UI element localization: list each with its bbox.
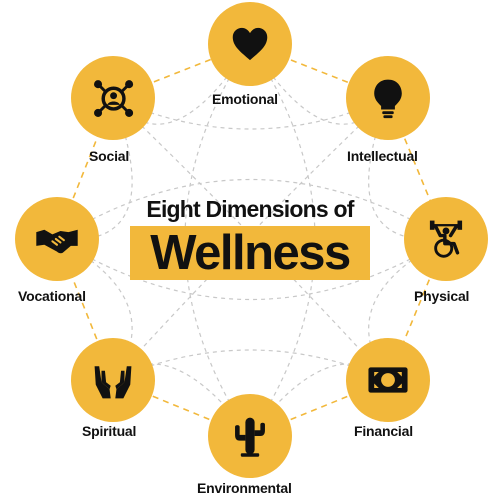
open-hands-icon (94, 366, 132, 399)
lightbulb-icon (374, 79, 402, 119)
title-line-1: Eight Dimensions of (146, 196, 354, 222)
financial-label: Financial (354, 423, 413, 439)
physical-label: Physical (414, 288, 470, 304)
spiritual-node (71, 338, 155, 422)
heart-icon (232, 27, 268, 61)
physical-node (404, 197, 488, 281)
emotional-node (208, 2, 292, 86)
environmental-node (208, 394, 292, 478)
handshake-icon (36, 229, 78, 254)
spiritual-label: Spiritual (82, 423, 137, 439)
vocational-label: Vocational (18, 288, 86, 304)
inner-connector (368, 97, 447, 241)
inner-connector (56, 238, 447, 300)
inner-connector (56, 179, 447, 240)
people-network-icon (94, 80, 134, 117)
social-node (71, 56, 155, 140)
social-label: Social (89, 148, 130, 164)
cactus-icon (235, 417, 265, 457)
financial-node (346, 338, 430, 422)
intellectual-node (346, 56, 430, 140)
title-line-2: Wellness (150, 226, 351, 280)
inner-connector (56, 238, 133, 381)
banknote-icon (368, 367, 408, 393)
intellectual-label: Intellectual (347, 148, 418, 164)
environmental-label: Environmental (197, 480, 292, 496)
emotional-label: Emotional (212, 91, 278, 107)
wheelchair-weightlifting-icon (429, 220, 463, 258)
title-highlight-box (130, 226, 370, 280)
inner-connector (368, 238, 447, 381)
vocational-node (15, 197, 99, 281)
